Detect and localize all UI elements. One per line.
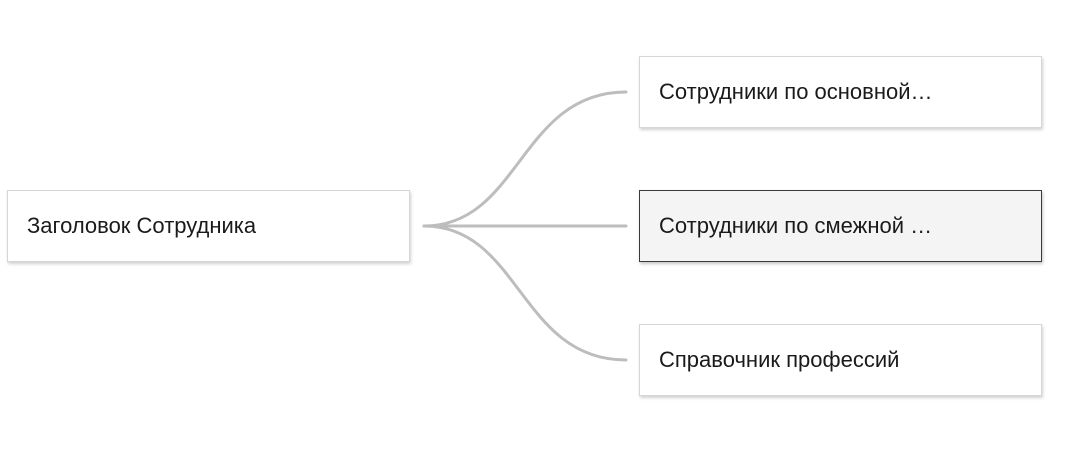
mindmap-child-node-primary-staff[interactable]: Сотрудники по основной… — [639, 56, 1042, 128]
connector-to-child-0 — [422, 90, 628, 228]
child-node-label: Справочник профессий — [659, 347, 900, 372]
mindmap-child-node-professions-directory[interactable]: Справочник профессий — [639, 324, 1042, 396]
connector-to-child-2 — [422, 224, 628, 362]
child-node-label: Сотрудники по основной… — [659, 79, 933, 104]
root-node-label: Заголовок Сотрудника — [27, 213, 257, 238]
child-node-label: Сотрудники по смежной … — [659, 213, 933, 238]
mindmap-root-node[interactable]: Заголовок Сотрудника — [7, 190, 410, 262]
mindmap-child-node-related-staff[interactable]: Сотрудники по смежной … — [639, 190, 1042, 262]
